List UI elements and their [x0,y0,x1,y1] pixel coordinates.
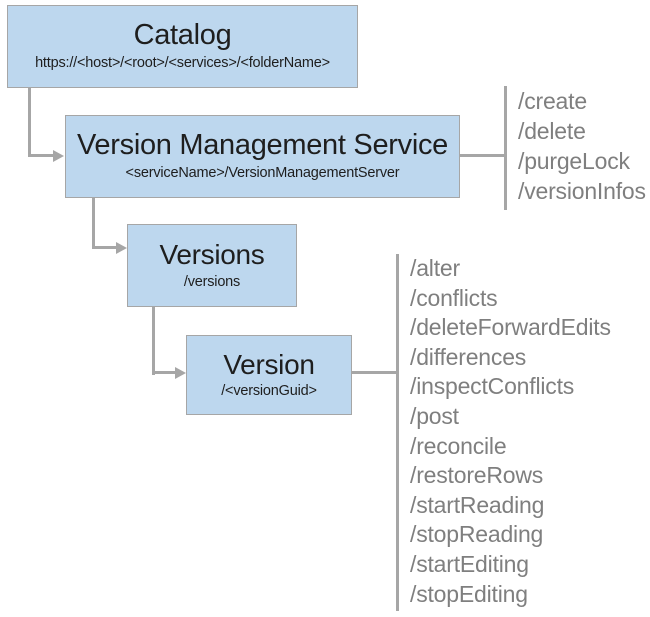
operation-item: /startEditing [410,550,529,577]
vms-title: Version Management Service [76,129,448,162]
connector-vms-to-operations [460,154,505,157]
version-management-service-node: Version Management Service <serviceName>… [65,115,460,198]
operation-item: /purgeLock [518,148,630,174]
versions-url-pattern: /versions [183,273,241,290]
versions-title: Versions [159,239,265,271]
catalog-title: Catalog [133,19,232,52]
operation-item: /alter [410,255,460,281]
version-node: Version /<versionGuid> [186,335,352,415]
arrowhead-to-version [175,366,186,379]
operation-item: /reconcile [410,432,507,459]
connector-versions-to-version-vertical [152,307,155,375]
operation-item: /inspectConflicts [410,373,575,400]
connector-catalog-to-vms-horizontal [28,154,54,157]
operation-item: /delete [518,118,586,144]
operation-item: /stopEditing [410,580,528,607]
operation-item: /startReading [410,491,545,518]
operation-item: /deleteForwardEdits [410,314,611,341]
arrowhead-to-vms [53,149,64,162]
connector-vms-to-versions-vertical [92,198,95,249]
operation-item: /create [518,88,587,114]
version-title: Version [223,348,315,380]
operation-item: /differences [410,343,527,370]
catalog-url-pattern: https://<host>/<root>/<services>/<folder… [35,55,330,72]
version-url-pattern: /<versionGuid> [221,383,317,400]
operation-item: /stopReading [410,521,544,548]
operation-item: /restoreRows [410,462,544,489]
operation-item: /post [410,402,459,429]
connector-versions-to-version-horizontal [152,371,176,374]
vms-url-pattern: <serviceName>/VersionManagementServer [125,165,400,182]
arrowhead-to-versions [116,241,127,254]
connector-catalog-to-vms-vertical [28,88,31,157]
operation-item: /conflicts [410,284,498,311]
vms-operations-list: /create /delete /purgeLock /versionInfos [504,86,646,210]
versions-node: Versions /versions [127,224,297,307]
connector-vms-to-versions-horizontal [92,246,117,249]
version-operations-list: /alter /conflicts /deleteForwardEdits /d… [396,254,611,611]
operation-item: /versionInfos [518,178,646,204]
connector-version-to-operations [352,371,397,374]
catalog-node: Catalog https://<host>/<root>/<services>… [7,5,358,88]
